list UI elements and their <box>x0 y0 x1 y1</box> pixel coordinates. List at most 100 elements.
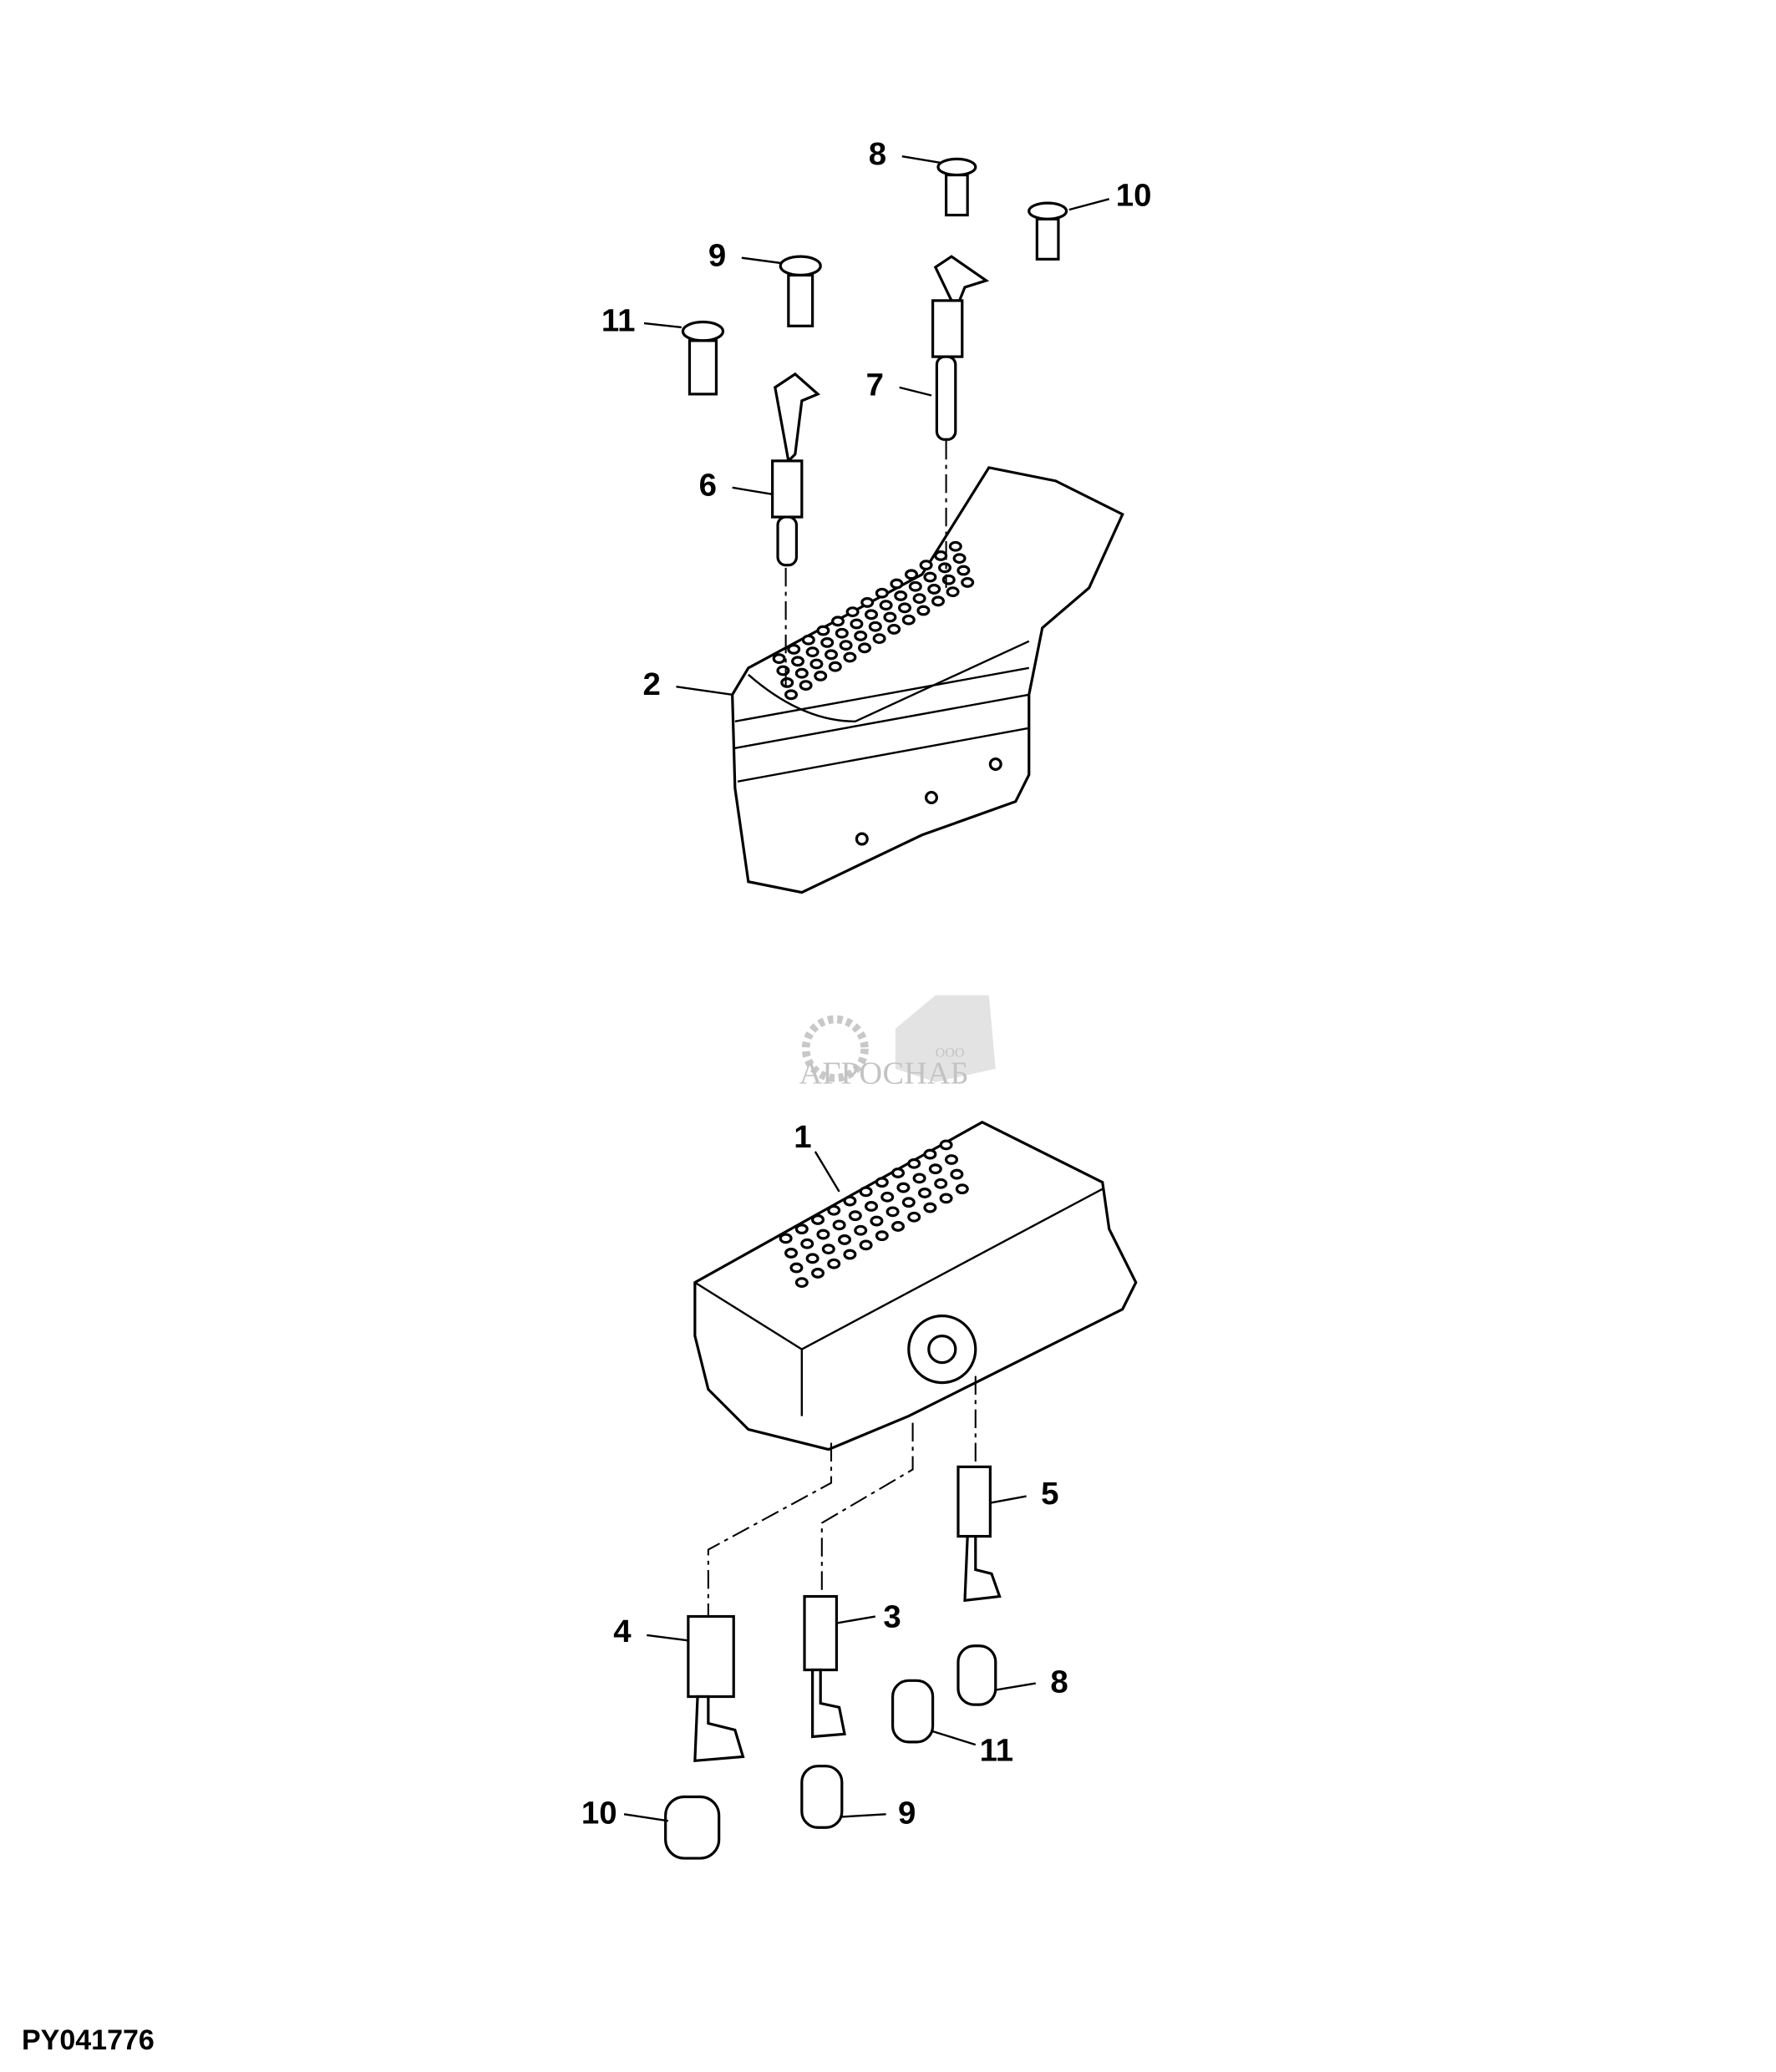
callout-1: 1 <box>794 1119 811 1155</box>
terminal-cavity <box>917 1188 931 1198</box>
terminal-cavity <box>814 671 828 681</box>
callout-5: 5 <box>1041 1476 1058 1512</box>
terminal-cavity <box>825 649 839 661</box>
terminal-cavity <box>891 1221 905 1232</box>
terminal-cavity <box>835 627 849 639</box>
terminal-cavity <box>919 560 933 571</box>
terminal-cavity <box>901 614 916 626</box>
terminal-cavity <box>944 1154 958 1165</box>
terminal-cavity <box>791 656 805 667</box>
terminal-cavity <box>799 680 813 691</box>
terminal-cavity <box>934 550 948 561</box>
callout-6: 6 <box>699 467 717 503</box>
terminal-cavity <box>787 644 801 655</box>
terminal-cavity <box>879 600 893 611</box>
terminal-cavity-grid <box>772 540 975 701</box>
terminal-cavity <box>868 621 882 632</box>
terminal-cavity <box>860 597 875 608</box>
terminal-cavity <box>827 1204 841 1216</box>
terminal-cavity <box>875 587 889 599</box>
seal-plug-10 <box>1028 201 1068 261</box>
watermark-text: АГРОСНАБ <box>799 1056 969 1091</box>
figure-id: PY041776 <box>22 2024 155 2056</box>
terminal-cavity <box>957 565 971 576</box>
terminal-cavity <box>839 640 853 651</box>
terminal-cavity <box>916 605 931 616</box>
terminal-cavity <box>859 1239 873 1251</box>
seal-9 <box>800 1765 844 1829</box>
terminal-cavity <box>875 1230 889 1242</box>
terminal-cavity <box>854 631 868 641</box>
callout-9: 9 <box>708 237 726 273</box>
terminal-cavity <box>872 633 886 645</box>
callout-11: 11 <box>980 1732 1014 1768</box>
terminal-cavity <box>858 642 872 654</box>
terminal-cavity <box>784 1248 799 1259</box>
terminal-cavity <box>875 1177 889 1188</box>
terminal-cavity <box>890 578 904 590</box>
terminal-cavity <box>950 1168 964 1180</box>
terminal-cavity <box>883 611 897 623</box>
terminal-cavity <box>907 1158 921 1169</box>
terminal-cavity <box>896 1182 911 1193</box>
callout-8: 8 <box>869 136 886 172</box>
terminal-cavity <box>865 609 879 621</box>
terminal-cavity <box>912 593 926 605</box>
terminal-cavity <box>794 667 809 679</box>
watermark-logo: ООО АГРОСНАБ <box>799 995 996 1091</box>
connector-housing-2 <box>731 466 1124 894</box>
terminal-cavity <box>946 586 960 598</box>
terminal-7 <box>931 255 990 441</box>
terminal-cavity <box>908 580 922 592</box>
terminal-cavity <box>880 1191 895 1203</box>
leader-lines <box>623 155 1110 1822</box>
terminal-cavity <box>948 540 962 552</box>
terminal-cavity <box>805 646 819 658</box>
terminal-cavity <box>838 1234 852 1245</box>
terminal-cavity <box>832 1219 846 1231</box>
terminal-cavity <box>827 1258 841 1269</box>
callout-7: 7 <box>866 367 884 403</box>
terminal-cavity <box>937 562 951 574</box>
terminal-cavity-grid <box>779 1139 969 1289</box>
terminal-6 <box>771 372 820 567</box>
seal-plug-11 <box>681 320 725 396</box>
terminal-cavity <box>941 574 956 585</box>
terminal-cavity <box>821 1244 835 1255</box>
terminal-cavity <box>904 569 918 580</box>
terminal-cavity <box>901 1197 916 1208</box>
terminal-cavity <box>928 1163 942 1175</box>
terminal-cavity <box>931 595 945 607</box>
terminal-cavity <box>843 1249 857 1260</box>
terminal-cavity <box>816 625 830 636</box>
callout-10: 10 <box>581 1795 617 1831</box>
terminal-cavity <box>850 618 864 630</box>
terminal-cavity <box>897 602 911 614</box>
terminal-cavity <box>789 1262 804 1274</box>
terminal-cavity <box>848 1210 862 1222</box>
terminal-cavity <box>870 1215 884 1227</box>
callout-2: 2 <box>642 666 660 702</box>
terminal-cavity <box>923 571 937 583</box>
terminal-cavity <box>923 1148 937 1160</box>
terminal-cavity <box>939 1139 953 1151</box>
terminal-cavity <box>772 653 786 665</box>
terminal-cavity <box>955 1183 969 1195</box>
terminal-cavity <box>811 1268 825 1279</box>
terminal-cavity <box>894 590 908 601</box>
terminal-cavity <box>927 584 941 595</box>
terminal-cavity <box>843 1195 857 1207</box>
terminal-cavity <box>805 1253 819 1264</box>
terminal-cavity <box>912 1173 926 1184</box>
callout-4: 4 <box>613 1614 632 1649</box>
callout-9: 9 <box>898 1795 916 1831</box>
callout-11: 11 <box>601 303 636 339</box>
terminal-cavity <box>784 689 799 701</box>
terminal-cavity <box>887 624 901 635</box>
terminal-cavity <box>780 677 794 688</box>
callout-8: 8 <box>1050 1664 1068 1700</box>
terminal-cavity <box>845 606 860 618</box>
terminal-cavity <box>907 1211 921 1223</box>
terminal-4 <box>687 1614 745 1763</box>
terminal-cavity <box>816 1229 830 1240</box>
